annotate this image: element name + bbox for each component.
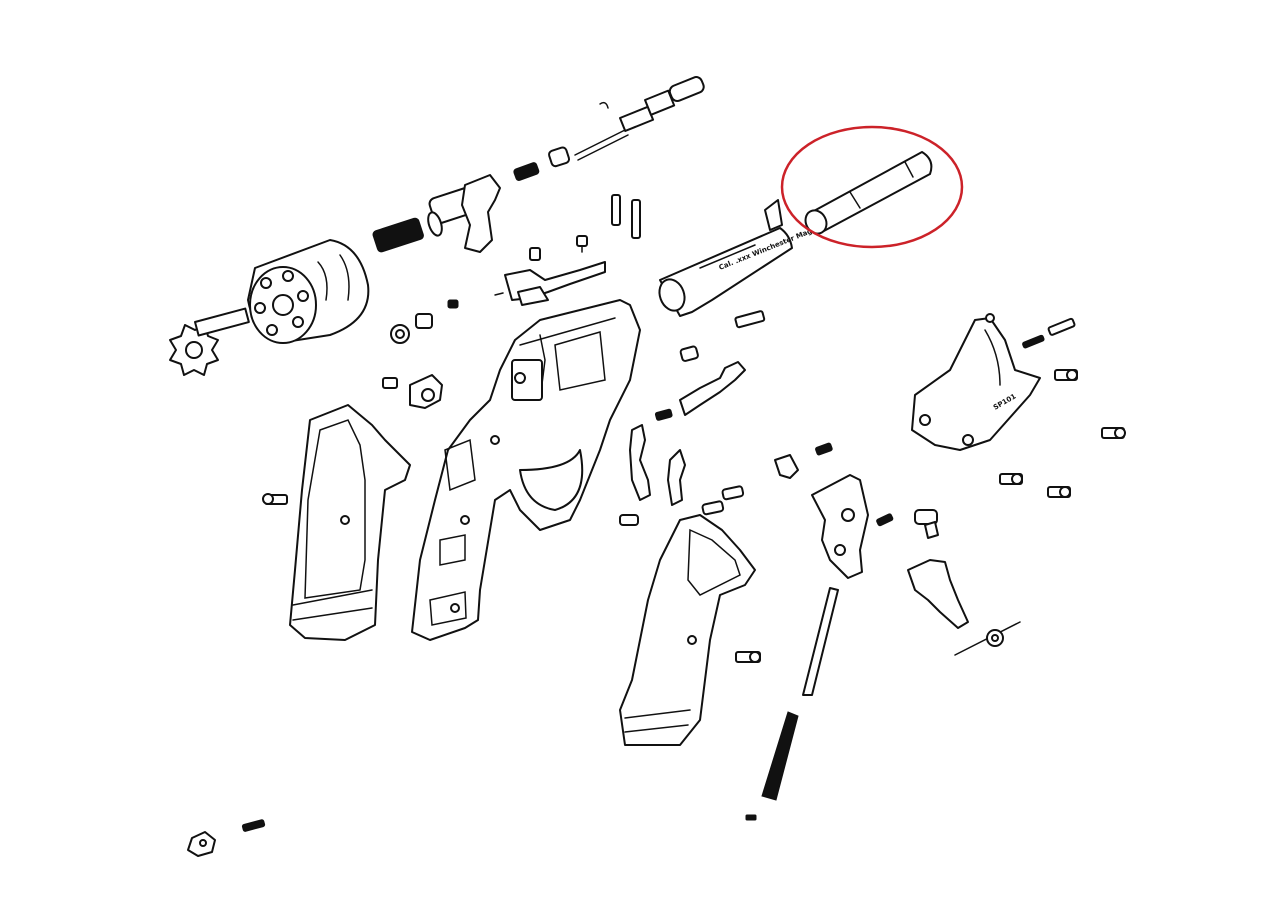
grip-screw-right [735,651,761,663]
lanyard-loop [187,831,216,857]
lanyard-pin [241,819,266,832]
cylinder-stop [667,449,686,506]
mainspring-seat [745,814,757,821]
hammer-pawl-spring [876,513,894,527]
thumbpiece-screw [382,377,398,389]
small-plunger [679,345,699,362]
left-grip-panel [289,404,411,641]
mainspring [761,711,799,801]
transfer-bar [629,424,651,501]
right-grip-panel [619,514,756,746]
pawl-and-hand [679,361,746,416]
plunger-spring [654,408,673,421]
ejector-rod-collar [548,146,571,168]
center-pin-spring [372,217,424,253]
barrel-insert [804,151,933,235]
sideplate-screws [999,369,1126,498]
sideplate-springs [1022,317,1076,349]
ejector-star [169,307,250,376]
cylinder [247,239,370,344]
trigger-plunger [914,509,939,539]
grip-screw-left [262,493,288,505]
highlight-ellipse [780,125,964,249]
latch-screw-nut [390,313,433,344]
small-pins [619,485,745,526]
trigger-spring [954,621,1021,656]
hammer-strut [802,587,839,696]
rear-sight-screws [529,235,588,261]
barrel: Cal. .xxx Winchester Magnum [658,199,829,317]
firing-pin-plate [774,454,799,479]
hammer [811,474,869,579]
crane [427,174,501,253]
front-sight-pin [734,310,766,329]
cylinder-latch [494,261,606,306]
trigger [907,559,969,629]
sideplate: SP101 [911,313,1041,451]
hammer-spring-small [815,442,833,456]
center-pin-small-spring [513,162,540,181]
thumbpiece [409,374,443,409]
ejector-rod [574,76,705,161]
small-coil-spring [447,299,459,309]
crane-latch-pins [611,194,641,239]
frame [411,299,641,641]
